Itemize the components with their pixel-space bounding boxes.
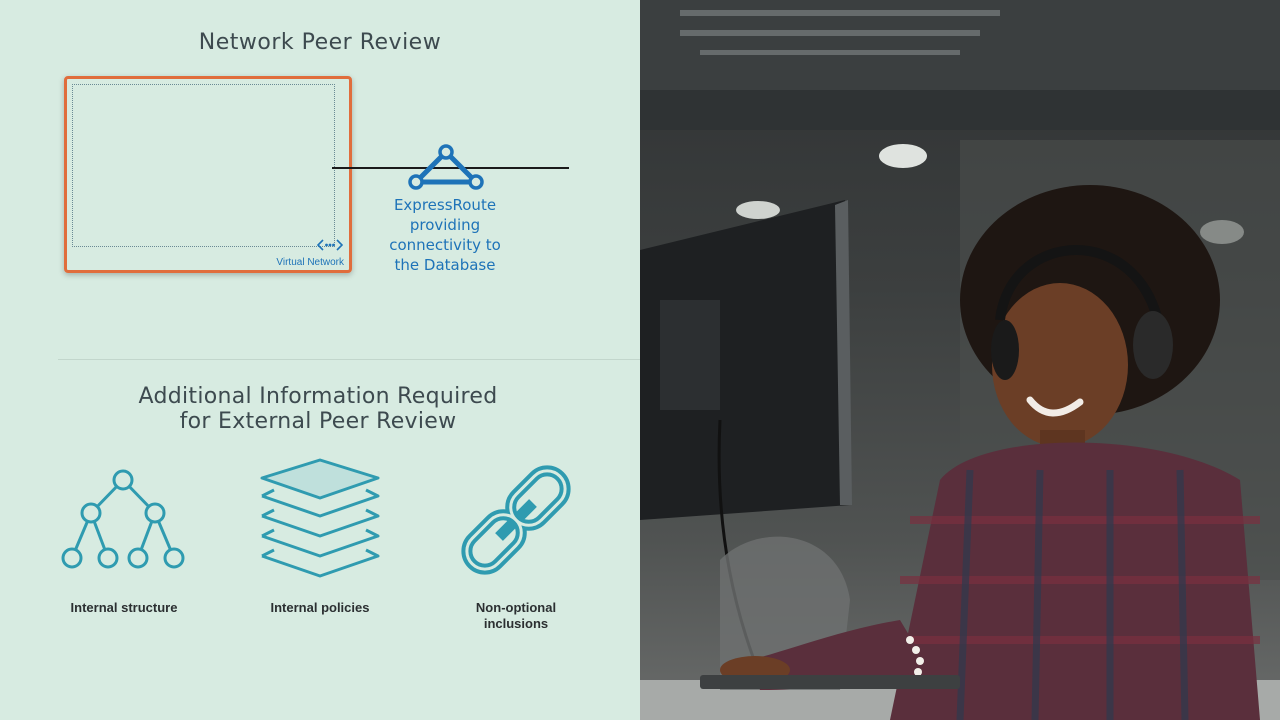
- virtual-network-label: Virtual Network: [276, 257, 344, 268]
- caption-internal-policies-line-1: Internal policies: [270, 600, 370, 615]
- expressroute-line-2: providing: [409, 216, 481, 234]
- caption-internal-structure: Internal structure: [44, 600, 204, 616]
- section-divider: [58, 359, 640, 360]
- expressroute-icon: [408, 144, 484, 190]
- layers-icon: [260, 458, 380, 578]
- link-icon: [461, 465, 571, 575]
- caption-non-optional-line-2: inclusions: [483, 616, 549, 631]
- photo-illustration: [640, 0, 1280, 720]
- diagram-title: Network Peer Review: [198, 30, 442, 55]
- caption-internal-policies: Internal policies: [240, 600, 400, 616]
- section-heading: Additional Information Required for Exte…: [0, 384, 636, 434]
- caption-non-optional-line-1: Non-optional: [475, 600, 557, 615]
- caption-non-optional-inclusions: Non-optional inclusions: [436, 600, 596, 632]
- section-heading-line-2: for External Peer Review: [179, 409, 457, 434]
- caption-internal-structure-line-1: Internal structure: [70, 600, 178, 615]
- expressroute-line-4: the Database: [394, 256, 496, 274]
- photo-person-headphones: [640, 0, 1280, 720]
- section-heading-line-1: Additional Information Required: [138, 384, 498, 409]
- expressroute-line-3: connectivity to: [389, 236, 501, 254]
- virtual-network-icon: [317, 239, 343, 251]
- virtual-network-box: Virtual Network: [64, 76, 352, 273]
- hierarchy-icon: [61, 469, 185, 569]
- connection-line: [332, 167, 569, 169]
- expressroute-line-1: ExpressRoute: [393, 196, 497, 214]
- expressroute-label: ExpressRoute providing connectivity to t…: [380, 195, 510, 275]
- diagram-panel: Network Peer Review Virtual Network Expr…: [0, 0, 640, 720]
- virtual-network-inner-boundary: [72, 84, 335, 247]
